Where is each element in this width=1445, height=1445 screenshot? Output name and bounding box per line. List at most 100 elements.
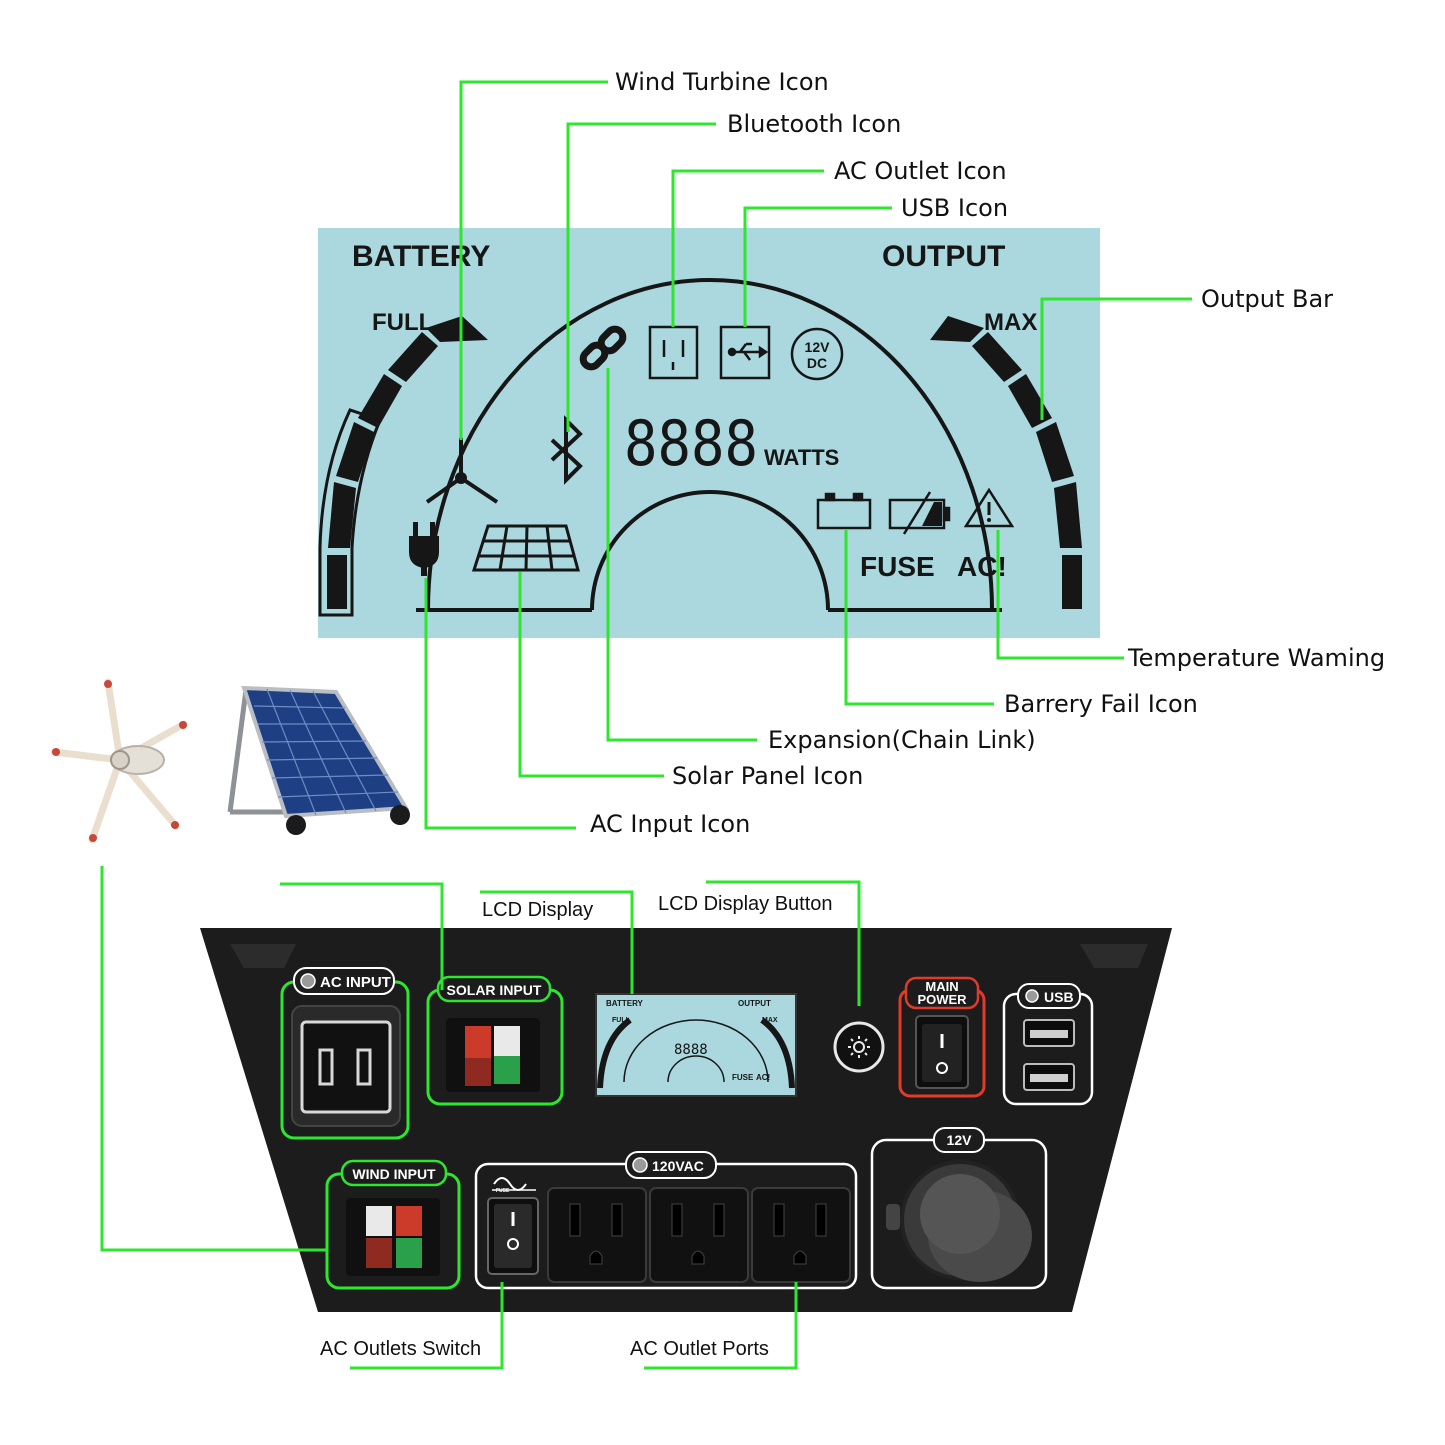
- ac-outlet-port[interactable]: [751, 1187, 851, 1283]
- sun-icon: [848, 1036, 870, 1058]
- control-panel: AC INPUT SOLAR INPUT WIND INPUT: [200, 928, 1172, 1312]
- fuse-small-label: FUSE: [496, 1188, 510, 1194]
- lcd-output-label: OUTPUT: [882, 240, 1005, 273]
- lcd-display-button[interactable]: [833, 1021, 885, 1073]
- vac-label: 120VAC: [652, 1158, 704, 1174]
- lcd-battery-fail-icon: [816, 492, 872, 530]
- ac-outlets-switch[interactable]: [487, 1197, 539, 1275]
- ac-input-port[interactable]: AC INPUT: [280, 967, 410, 1140]
- ac-outlet-port[interactable]: [649, 1187, 749, 1283]
- battery-segment: [328, 482, 356, 548]
- leader-solar-input: [280, 882, 444, 990]
- ac-outlet-port[interactable]: [547, 1187, 647, 1283]
- leader-ac-outlet: [671, 169, 824, 327]
- output-segment: [972, 332, 1022, 382]
- callout-output-bar: Output Bar: [1201, 285, 1333, 313]
- dc12-label: 12V: [947, 1132, 973, 1148]
- callout-battery-fail-icon: Barrery Fail Icon: [1004, 690, 1198, 718]
- leader-ac-outlets-switch: [350, 1282, 504, 1370]
- leader-ac-outlet-ports: [644, 1282, 798, 1370]
- leader-battery-fail: [844, 530, 994, 706]
- output-segment: [1036, 422, 1074, 482]
- main-power-line2: POWER: [917, 992, 967, 1007]
- battery-segment: [336, 422, 374, 482]
- solar-panel-illustration: [227, 685, 410, 835]
- lcd-battery-label: BATTERY: [352, 240, 490, 273]
- dc-badge-line2: DC: [807, 355, 827, 371]
- leader-solar-panel: [518, 572, 664, 778]
- lcd-warning-icon: [963, 487, 1015, 528]
- battery-segment: [388, 332, 438, 382]
- bottom-leaders: [100, 866, 861, 1370]
- sine-wave-icon: [493, 1177, 527, 1191]
- lcd-background: [318, 228, 1100, 638]
- mini-battery-label: BATTERY: [606, 999, 644, 1008]
- output-segment: [930, 316, 984, 342]
- solar-input-port[interactable]: SOLAR INPUT: [426, 975, 564, 1106]
- lcd-hump: [590, 490, 830, 611]
- leader-ac-input: [424, 578, 576, 830]
- lcd-full-label: FULL: [372, 309, 433, 336]
- leader-usb: [743, 206, 892, 327]
- mini-output-label: OUTPUT: [738, 999, 771, 1008]
- lcd-digits: 8888: [624, 407, 758, 480]
- callout-temperature-warning: Temperature Waming: [1127, 644, 1385, 672]
- lcd-fuse-label: FUSE: [860, 551, 935, 582]
- wind-input-port[interactable]: WIND INPUT: [325, 1159, 461, 1290]
- callout-wind-turbine-icon: Wind Turbine Icon: [615, 68, 829, 96]
- leader-output-bar: [1040, 297, 1192, 420]
- main-power-switch[interactable]: MAIN POWER: [898, 976, 986, 1098]
- lcd-ac-plug-icon: [409, 522, 439, 576]
- leader-bluetooth: [566, 122, 716, 432]
- leader-chain-link: [606, 368, 757, 742]
- output-segment: [1054, 482, 1082, 548]
- callout-lcd-display: LCD Display: [482, 899, 593, 921]
- callout-ac-outlet-ports: AC Outlet Ports: [630, 1338, 769, 1360]
- lcd-max-label: MAX: [984, 309, 1037, 336]
- solar-input-label: SOLAR INPUT: [447, 982, 542, 998]
- output-segment: [1062, 555, 1082, 609]
- lcd-wind-turbine-icon: [425, 438, 499, 504]
- lcd-chain-link-icon: [579, 325, 627, 371]
- lcd-display-mini: BATTERY OUTPUT FULL MAX 8888 FUSE AC!: [595, 993, 797, 1097]
- callout-ac-outlets-switch: AC Outlets Switch: [320, 1338, 481, 1360]
- leader-lcd-display: [480, 890, 634, 994]
- usb-ports[interactable]: USB: [1002, 983, 1094, 1106]
- leader-lcd-button: [706, 880, 861, 1006]
- mini-fuse-label: FUSE: [732, 1073, 754, 1082]
- mini-max-label: MAX: [762, 1017, 778, 1024]
- ac-outlets-group: 120VAC FUSE: [474, 1151, 858, 1290]
- battery-segment: [327, 555, 347, 609]
- dc-12v-socket[interactable]: 12V: [870, 1127, 1048, 1290]
- wind-input-label: WIND INPUT: [352, 1166, 436, 1182]
- callout-bluetooth-icon: Bluetooth Icon: [727, 110, 901, 138]
- callout-ac-outlet-icon: AC Outlet Icon: [834, 157, 1007, 185]
- mini-full-label: FULL: [612, 1017, 631, 1024]
- leader-wind-input: [100, 866, 327, 1252]
- mini-digits: 8888: [674, 1042, 708, 1058]
- callout-solar-panel-icon: Solar Panel Icon: [672, 762, 863, 790]
- callout-lcd-display-button: LCD Display Button: [658, 893, 833, 915]
- wind-turbine-illustration: [50, 678, 188, 844]
- lcd-dc-badge: 12V DC: [790, 327, 844, 381]
- battery-segment: [358, 374, 402, 428]
- dc-badge-line1: 12V: [805, 339, 831, 355]
- lcd-battery-slash-icon: [888, 491, 951, 535]
- main-power-line1: MAIN: [925, 979, 958, 994]
- mini-ac-warning-label: AC!: [756, 1073, 770, 1082]
- leader-temperature: [996, 530, 1124, 660]
- lcd-solar-panel-icon: [471, 524, 580, 572]
- usb-label: USB: [1044, 989, 1074, 1005]
- callout-expansion-chain-link: Expansion(Chain Link): [768, 726, 1036, 754]
- callout-usb-icon: USB Icon: [901, 194, 1008, 222]
- battery-segment: [426, 316, 488, 342]
- lcd-watts-label: WATTS: [764, 445, 839, 470]
- lcd-bluetooth-icon: [550, 415, 583, 485]
- leader-wind-turbine: [459, 80, 608, 440]
- ac-input-label: AC INPUT: [320, 974, 391, 991]
- battery-bar: [318, 316, 488, 617]
- lcd-screen: BATTERY OUTPUT FULL MAX: [318, 228, 1100, 638]
- callout-ac-input-icon: AC Input Icon: [590, 810, 750, 838]
- top-leaders: [424, 80, 1192, 830]
